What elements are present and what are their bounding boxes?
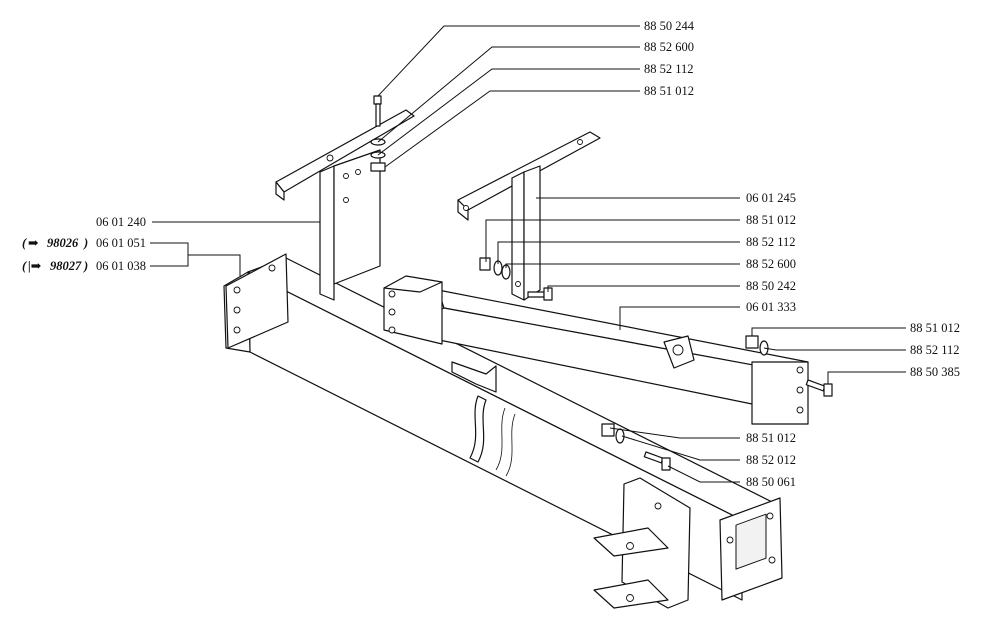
cross-member [383,275,809,425]
label-88-50-242: 88 50 242 [746,279,796,293]
ref-close-paren-2: ) [83,259,88,273]
leader-lines [150,25,906,483]
ref-code-98026: 98026 [47,236,79,250]
label-88-51-012-mid: 88 51 012 [746,213,796,227]
left-end-plate [223,253,289,353]
label-88-51-012-top: 88 51 012 [644,84,694,98]
ref-arrow-icon-2: |➡ [28,259,42,273]
ref-close-paren-1: ) [83,236,88,250]
label-88-52-112-right: 88 52 112 [910,343,960,357]
label-06-01-245: 06 01 245 [746,191,796,205]
label-88-51-012-bottom: 88 51 012 [746,431,796,445]
ref-open-paren-2: ( [22,259,27,273]
label-88-52-600-mid: 88 52 600 [746,257,796,271]
label-88-52-600-top: 88 52 600 [644,40,694,54]
label-88-52-112-mid: 88 52 112 [746,235,796,249]
label-06-01-333: 06 01 333 [746,300,796,314]
label-06-01-038: 06 01 038 [96,259,146,273]
right-upright-bracket [457,131,601,301]
left-upright-bracket [275,109,415,301]
label-06-01-240: 06 01 240 [96,215,146,229]
label-88-52-112-top: 88 52 112 [644,62,694,76]
ref-open-paren-1: ( [22,236,27,250]
label-88-52-012: 88 52 012 [746,453,796,467]
middle-bracket [451,361,497,393]
lower-fastener-stack [601,423,671,471]
label-88-50-385: 88 50 385 [910,365,960,379]
right-fastener-stack [745,335,833,397]
ref-arrow-icon-1: ➡ [28,236,39,250]
label-06-01-051: 06 01 051 [96,236,146,250]
label-88-50-061: 88 50 061 [746,475,796,489]
ref-code-98027: 98027 [50,259,82,273]
lower-mount-bracket [593,477,691,609]
right-end-plate [719,497,783,601]
label-88-50-244: 88 50 244 [644,19,695,33]
label-88-51-012-right: 88 51 012 [910,321,960,335]
